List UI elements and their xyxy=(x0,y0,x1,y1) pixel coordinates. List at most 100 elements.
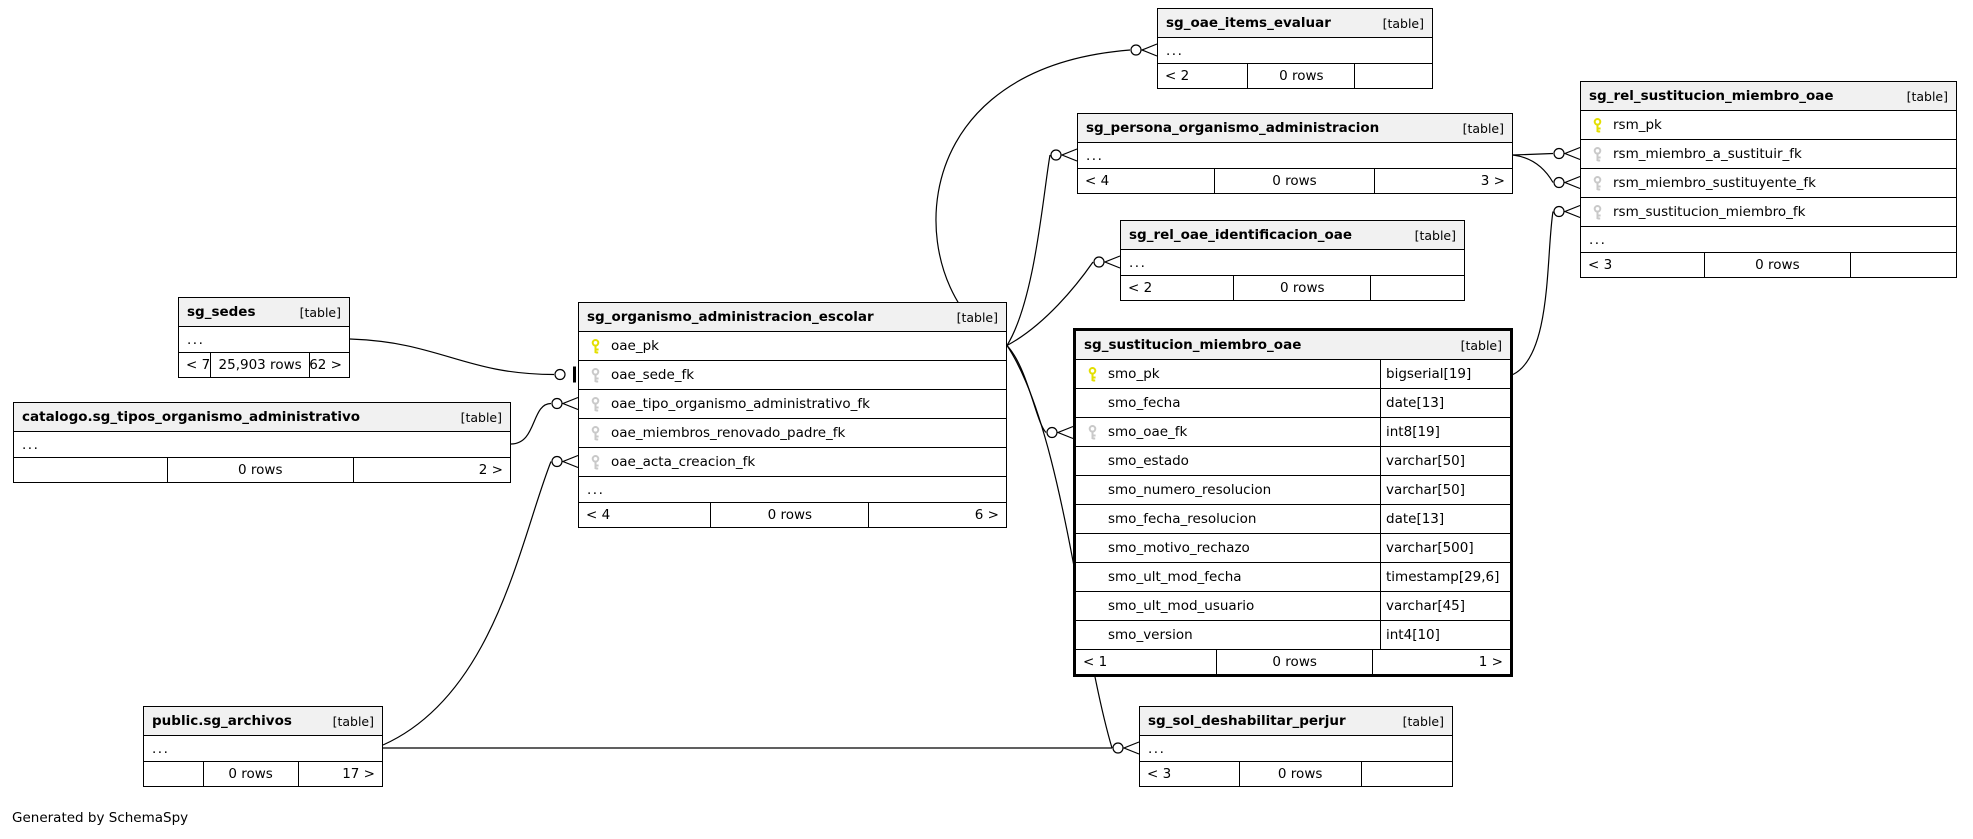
footer-children-count xyxy=(1371,276,1464,300)
column-name: smo_numero_resolucion xyxy=(1108,482,1272,498)
column-type: varchar[50] xyxy=(1380,476,1510,504)
table-title[interactable]: sg_sustitucion_miembro_oae xyxy=(1084,337,1302,353)
table-header-archivos[interactable]: public.sg_archivos [table] xyxy=(144,707,382,736)
column-name: smo_fecha_resolucion xyxy=(1108,511,1257,527)
fk-key-icon xyxy=(591,454,599,469)
table-type-tag: [table] xyxy=(956,309,998,325)
table-header-identificacion[interactable]: sg_rel_oae_identificacion_oae [table] xyxy=(1121,221,1464,250)
footer-row-count: 0 rows xyxy=(168,458,354,482)
column-name: oae_miembros_renovado_padre_fk xyxy=(611,425,846,441)
column-row-oae_sede_fk: oae_sede_fk xyxy=(579,361,1006,390)
relation-oae-pk-to-identificacion xyxy=(1006,255,1121,347)
fk-key-slot xyxy=(1581,175,1613,191)
pk-key-icon xyxy=(591,338,599,353)
footer-row-count: 0 rows xyxy=(711,503,870,527)
pk-key-slot xyxy=(1581,117,1613,133)
column-row-rsm_miembro_sustituyente_fk: rsm_miembro_sustituyente_fk xyxy=(1581,169,1956,198)
column-type: varchar[500] xyxy=(1380,534,1510,562)
table-type-tag: [table] xyxy=(1414,227,1456,243)
hidden-columns-ellipsis: ... xyxy=(1158,38,1432,64)
table-node-identificacion: sg_rel_oae_identificacion_oae[table]...<… xyxy=(1120,220,1465,301)
column-name: rsm_miembro_a_sustituir_fk xyxy=(1613,146,1802,162)
column-type: bigserial[19] xyxy=(1380,360,1510,388)
column-name: smo_oae_fk xyxy=(1108,424,1188,440)
table-header-sedes[interactable]: sg_sedes[table] xyxy=(179,298,349,327)
column-name: oae_acta_creacion_fk xyxy=(611,454,756,470)
column-row-oae_pk: oae_pk xyxy=(579,332,1006,361)
hidden-columns-ellipsis: ... xyxy=(179,327,349,353)
table-header-rsm[interactable]: sg_rel_sustitucion_miembro_oae[table] xyxy=(1581,82,1956,111)
table-header-escolar[interactable]: sg_organismo_administracion_escolar [tabl… xyxy=(579,303,1006,332)
table-type-tag: [table] xyxy=(332,713,374,729)
table-header-smo[interactable]: sg_sustitucion_miembro_oae[table] xyxy=(1076,331,1510,360)
column-name: smo_fecha xyxy=(1108,395,1181,411)
table-title[interactable]: sg_organismo_administracion_escolar xyxy=(587,309,874,325)
footer-parents-count: < 3 xyxy=(1140,762,1240,786)
footer-children-count: 6 > xyxy=(974,507,999,523)
footer-parents-count: < 4 xyxy=(1078,169,1215,193)
hidden-columns-ellipsis: ... xyxy=(579,477,1006,503)
footer-children-count: 2 > xyxy=(478,462,503,478)
column-row-rsm_miembro_a_sustituir_fk: rsm_miembro_a_sustituir_fk xyxy=(1581,140,1956,169)
column-row-smo_fecha: smo_fecha date[13] xyxy=(1076,389,1510,418)
table-title[interactable]: sg_rel_sustitucion_miembro_oae xyxy=(1589,88,1834,104)
fk-key-icon xyxy=(591,367,599,382)
relation-sedes-to-oae-sede-fk xyxy=(349,338,576,383)
column-type: varchar[50] xyxy=(1380,447,1510,475)
table-type-tag: [table] xyxy=(1402,713,1444,729)
table-header-oae_items_evaluar[interactable]: sg_oae_items_evaluar [table] xyxy=(1158,9,1432,38)
table-node-persona: sg_persona_organismo_administracion[tabl… xyxy=(1077,113,1513,194)
table-header-persona[interactable]: sg_persona_organismo_administracion[tabl… xyxy=(1078,114,1512,143)
table-header-catalogo[interactable]: catalogo.sg_tipos_organismo_administrati… xyxy=(14,403,510,432)
footer-children-count: 1 > xyxy=(1478,654,1503,670)
column-row-oae_tipo_organismo_administrativo_fk: oae_tipo_organismo_administrativo_fk xyxy=(579,390,1006,419)
column-name: rsm_sustitucion_miembro_fk xyxy=(1613,204,1806,220)
relation-persona-to-rsm-miembro-sustituyente xyxy=(1512,154,1581,190)
footer-children-count: 3 > xyxy=(1480,173,1505,189)
fk-key-icon xyxy=(1593,204,1601,219)
column-type: timestamp[29,6] xyxy=(1380,563,1510,591)
table-title[interactable]: sg_rel_oae_identificacion_oae xyxy=(1129,227,1352,243)
footer-parents-count: < 7 xyxy=(179,353,212,377)
table-title[interactable]: sg_oae_items_evaluar xyxy=(1166,15,1331,31)
fk-key-icon xyxy=(1088,424,1096,439)
table-title[interactable]: public.sg_archivos xyxy=(152,713,292,729)
footer-parents-count: < 2 xyxy=(1121,276,1235,300)
footer-parents-count: < 4 xyxy=(579,503,712,527)
table-type-tag: [table] xyxy=(1382,15,1424,31)
column-row-smo_numero_resolucion: smo_numero_resolucion varchar[50] xyxy=(1076,476,1510,505)
column-name: smo_pk xyxy=(1108,366,1160,382)
relation-archivos-to-oae-acta-fk xyxy=(382,454,579,746)
column-type: date[13] xyxy=(1380,389,1510,417)
table-title[interactable]: sg_persona_organismo_administracion xyxy=(1086,120,1380,136)
column-name: oae_sede_fk xyxy=(611,367,695,383)
column-type: date[13] xyxy=(1380,505,1510,533)
column-name: rsm_miembro_sustituyente_fk xyxy=(1613,175,1816,191)
fk-key-slot xyxy=(1581,204,1613,220)
table-header-sol[interactable]: sg_sol_deshabilitar_perjur [table] xyxy=(1140,707,1452,736)
table-footer: 0 rows 2 > xyxy=(14,458,510,482)
table-title[interactable]: sg_sedes xyxy=(187,304,256,320)
fk-key-icon xyxy=(1593,175,1601,190)
hidden-columns-ellipsis: ... xyxy=(144,736,382,762)
relation-archivos-to-sol-deshabilitar xyxy=(383,741,1140,755)
footer-children-count xyxy=(1851,253,1956,277)
hidden-columns-ellipsis: ... xyxy=(14,432,510,458)
column-name: smo_estado xyxy=(1108,453,1189,469)
relation-oae-pk-to-sol-deshabilitar xyxy=(1006,345,1113,749)
footer-row-count: 0 rows xyxy=(1248,64,1356,88)
table-title[interactable]: catalogo.sg_tipos_organismo_administrati… xyxy=(22,409,361,425)
column-name: rsm_pk xyxy=(1613,117,1662,133)
table-title[interactable]: sg_sol_deshabilitar_perjur xyxy=(1148,713,1346,729)
footer-parents-count xyxy=(14,458,168,482)
column-row-rsm_pk: rsm_pk xyxy=(1581,111,1956,140)
column-row-rsm_sustitucion_miembro_fk: rsm_sustitucion_miembro_fk xyxy=(1581,198,1956,227)
